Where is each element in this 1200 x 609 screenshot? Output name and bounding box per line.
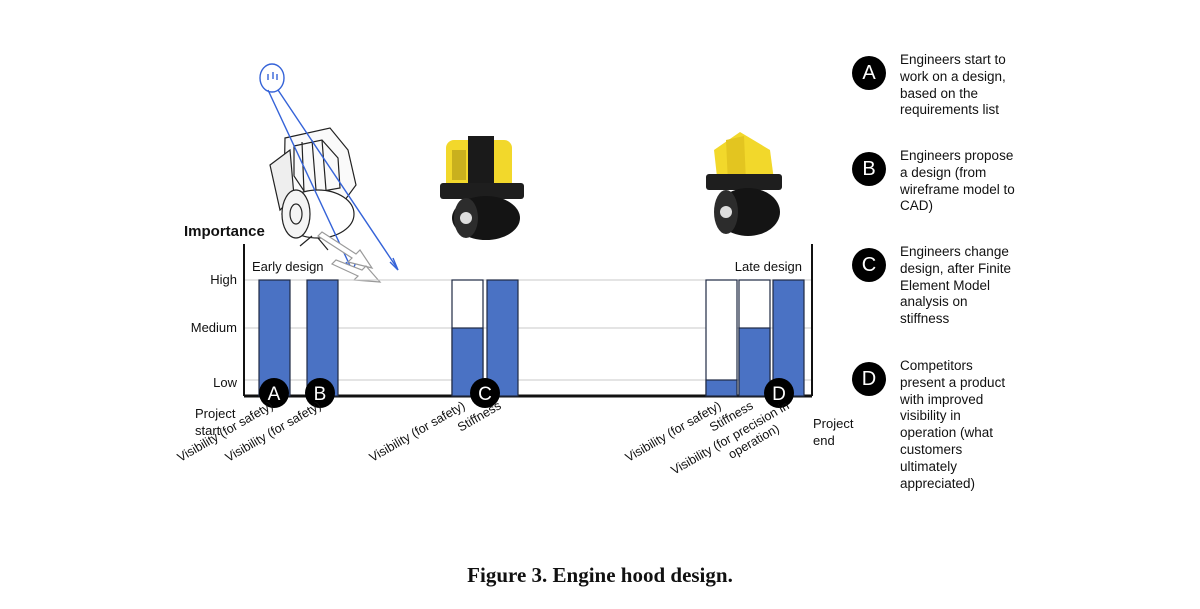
cad-roller-model bbox=[440, 136, 524, 240]
view-arrow-icon bbox=[317, 231, 382, 283]
marker-c-icon: C bbox=[470, 378, 500, 408]
badge-d-icon: D bbox=[852, 362, 886, 396]
bar-previous-level bbox=[705, 279, 738, 397]
competitor-roller-model bbox=[706, 132, 782, 236]
phase-label-early: Early design bbox=[252, 259, 324, 274]
marker-a-icon: A bbox=[259, 378, 289, 408]
bar-a-0 bbox=[258, 279, 291, 397]
bar-b-1 bbox=[306, 279, 339, 397]
project-start-label: Project start bbox=[195, 406, 239, 438]
badge-b-icon: B bbox=[852, 152, 886, 186]
svg-text:B: B bbox=[314, 384, 327, 405]
legend-text-b: Engineers propose a design (from wirefra… bbox=[900, 148, 1015, 214]
milestone-markers: A B C D bbox=[259, 378, 794, 408]
wireframe-roller-model bbox=[269, 127, 357, 251]
bar-c-3 bbox=[486, 279, 519, 397]
marker-b-icon: B bbox=[305, 378, 335, 408]
bars bbox=[258, 279, 805, 397]
x-label-2: Visibility (for safety) bbox=[367, 398, 468, 464]
svg-text:A: A bbox=[268, 384, 281, 405]
bar-d-5 bbox=[738, 327, 771, 397]
y-tick-high: High bbox=[210, 272, 237, 287]
y-tick-medium: Medium bbox=[191, 320, 237, 335]
legend-text-a: Engineers start to work on a design, bas… bbox=[900, 52, 1006, 118]
legend-text-c: Engineers change design, after Finite El… bbox=[900, 244, 1012, 327]
figure-caption: Figure 3. Engine hood design. bbox=[467, 563, 733, 587]
svg-text:D: D bbox=[772, 384, 786, 405]
legend-text-d: Competitors present a product with impro… bbox=[900, 358, 1006, 491]
y-tick-low: Low bbox=[213, 375, 237, 390]
marker-d-icon: D bbox=[764, 378, 794, 408]
x-tick-labels: Visibility (for safety)Visibility (for s… bbox=[175, 398, 792, 477]
phase-label-late: Late design bbox=[735, 259, 802, 274]
badge-c-icon: C bbox=[852, 248, 886, 282]
badge-a-icon: A bbox=[852, 56, 886, 90]
y-axis-title: Importance bbox=[184, 223, 265, 240]
importance-chart: Importance Low Medium High Early design La… bbox=[175, 223, 857, 478]
bar-d-4 bbox=[705, 379, 738, 397]
project-end-label: Project end bbox=[813, 416, 857, 448]
y-tick-labels: Low Medium High bbox=[191, 272, 238, 390]
svg-text:C: C bbox=[478, 384, 492, 405]
